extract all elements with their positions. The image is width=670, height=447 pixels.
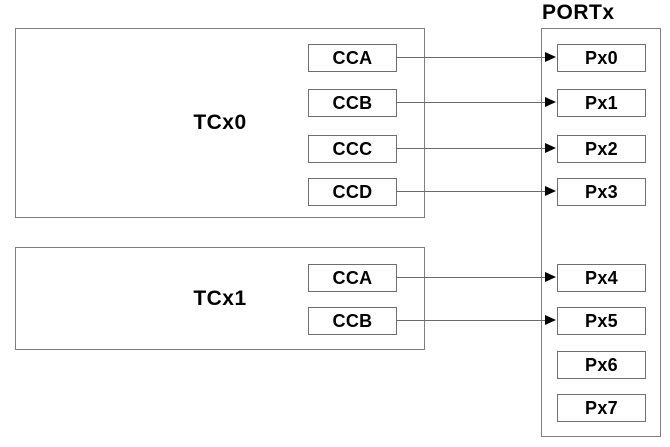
pin-label: Px7: [585, 397, 618, 418]
channel-box-tcx1-ccb: CCB: [308, 307, 397, 335]
channel-label: CCD: [332, 181, 373, 202]
channel-label: CCB: [332, 92, 373, 113]
pin-label: Px0: [585, 47, 618, 68]
connection-line-ccb-px1: [396, 102, 545, 103]
channel-label: CCC: [332, 138, 373, 159]
timer-block-tcx1: TCx1 CCA CCB: [15, 247, 425, 350]
arrowhead-icon: [545, 143, 556, 153]
timer-block-tcx0: TCx0 CCA CCB CCC CCD: [15, 28, 425, 218]
channel-box-tcx0-ccb: CCB: [308, 89, 397, 117]
pin-box-px6: Px6: [557, 351, 646, 379]
pin-label: Px6: [585, 354, 618, 375]
channel-label: CCB: [332, 310, 373, 331]
arrowhead-icon: [545, 186, 556, 196]
pin-box-px3: Px3: [557, 178, 646, 206]
channel-box-tcx1-cca: CCA: [308, 264, 397, 292]
pin-box-px7: Px7: [557, 394, 646, 422]
connection-line-cca-px0: [396, 57, 545, 58]
pin-box-px2: Px2: [557, 135, 646, 163]
channel-label: CCA: [332, 47, 373, 68]
connection-line-ccc-px2: [396, 148, 545, 149]
timer-tcx1-name: TCx1: [193, 286, 247, 310]
port-block: Px0 Px1 Px2 Px3 Px4 Px5 Px6 Px7: [541, 28, 661, 437]
port-title: PORTx: [542, 1, 615, 24]
pin-box-px0: Px0: [557, 44, 646, 72]
pin-label: Px5: [585, 310, 618, 331]
arrowhead-icon: [545, 52, 556, 62]
connection-line-ccd-px3: [396, 191, 545, 192]
pin-label: Px2: [585, 138, 618, 159]
arrowhead-icon: [545, 97, 556, 107]
pin-label: Px4: [585, 267, 618, 288]
pin-box-px4: Px4: [557, 264, 646, 292]
channel-box-tcx0-ccc: CCC: [308, 135, 397, 163]
connection-line-cca-px4: [396, 277, 545, 278]
channel-label: CCA: [332, 267, 373, 288]
arrowhead-icon: [545, 272, 556, 282]
pin-label: Px3: [585, 181, 618, 202]
pin-label: Px1: [585, 92, 618, 113]
connection-line-ccb-px5: [396, 320, 545, 321]
channel-box-tcx0-ccd: CCD: [308, 178, 397, 206]
channel-box-tcx0-cca: CCA: [308, 44, 397, 72]
arrowhead-icon: [545, 315, 556, 325]
pin-box-px5: Px5: [557, 307, 646, 335]
timer-tcx0-name: TCx0: [193, 111, 247, 134]
pin-box-px1: Px1: [557, 89, 646, 117]
